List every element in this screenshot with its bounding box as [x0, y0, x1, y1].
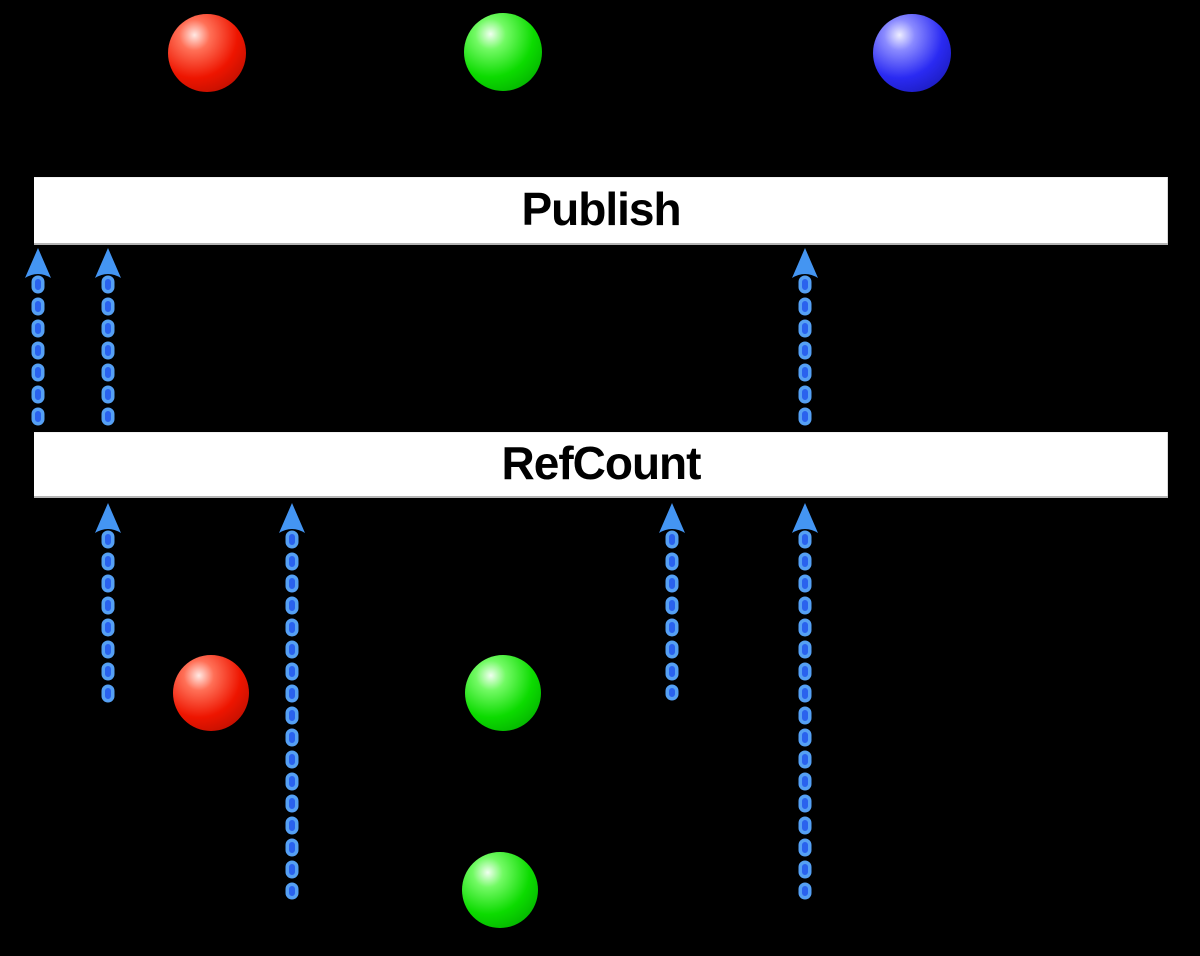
- subscription-arrow: [792, 503, 818, 900]
- refcount-bar-label: RefCount: [501, 437, 702, 489]
- blue-marble: [873, 14, 951, 92]
- red-marble: [168, 14, 246, 92]
- arrow-head-icon: [25, 248, 51, 278]
- arrow-head-icon: [792, 248, 818, 278]
- arrow-head-icon: [95, 503, 121, 533]
- subscription-arrow: [25, 248, 51, 440]
- subscription-arrow: [95, 503, 121, 705]
- publish-bar-label: Publish: [521, 183, 681, 235]
- green-marble: [464, 13, 542, 91]
- subscription-arrow: [659, 503, 685, 701]
- refcount-operator-bar: RefCount: [34, 432, 1168, 498]
- arrow-head-icon: [792, 503, 818, 533]
- arrow-head-icon: [659, 503, 685, 533]
- green-marble: [465, 655, 541, 731]
- subscription-arrow: [279, 503, 305, 900]
- arrow-head-icon: [279, 503, 305, 533]
- arrow-head-icon: [95, 248, 121, 278]
- red-marble: [173, 655, 249, 731]
- subscription-arrow: [792, 248, 818, 438]
- subscription-arrow: [95, 248, 121, 440]
- green-marble: [462, 852, 538, 928]
- publish-operator-bar: Publish: [34, 177, 1168, 245]
